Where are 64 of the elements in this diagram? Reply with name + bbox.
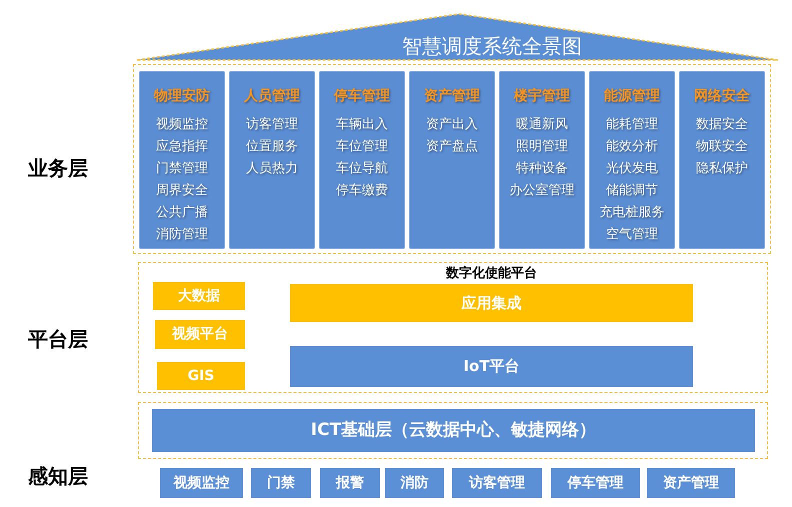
feature-item: 能耗管理 — [606, 116, 658, 134]
feature-item: 车辆出入 — [336, 116, 388, 134]
layer-label: 平台层 — [28, 326, 88, 352]
sensor-block: 访客管理 — [452, 468, 542, 498]
feature-item: 储能调节 — [606, 182, 658, 200]
sensor-block: 报警 — [320, 468, 380, 498]
feature-item: 空气管理 — [606, 226, 658, 244]
column-heading: 资产管理 — [424, 87, 480, 106]
feature-item: 访客管理 — [246, 116, 298, 134]
layer-frame — [133, 64, 771, 254]
column-heading: 停车管理 — [334, 87, 390, 106]
iot-platform-bar: IoT平台 — [290, 346, 693, 387]
feature-item: 车位导航 — [336, 160, 388, 178]
column-heading: 物理安防 — [154, 86, 210, 106]
category-column — [319, 71, 405, 249]
layer-label: 业务层 — [28, 155, 88, 181]
sensor-block: 门禁 — [251, 468, 311, 498]
feature-item: 车位管理 — [336, 138, 388, 156]
feature-item: 人员热力 — [246, 160, 298, 178]
feature-item: 应急指挥 — [156, 138, 208, 156]
sensor-block: 消防 — [385, 468, 444, 498]
feature-item: 数据安全 — [696, 116, 748, 134]
feature-item: 公共广播 — [156, 204, 208, 222]
feature-item: 照明管理 — [516, 138, 568, 156]
feature-item: 光伏发电 — [606, 160, 658, 178]
infrastructure-bar: ICT基础层（云数据中心、敏捷网络） — [152, 409, 755, 452]
sensor-block: 资产管理 — [647, 468, 735, 498]
banner-title: 智慧调度系统全景图 — [402, 34, 582, 58]
column-heading: 能源管理 — [604, 87, 660, 106]
column-heading: 楼宇管理 — [514, 86, 570, 106]
layer-frame — [138, 402, 768, 459]
sensor-block: 视频监控 — [160, 468, 243, 498]
feature-item: 能效分析 — [606, 138, 658, 156]
feature-item: 办公室管理 — [510, 182, 574, 200]
category-column — [229, 71, 315, 249]
module-block: GIS — [157, 362, 245, 390]
column-heading: 网络安全 — [694, 86, 750, 106]
feature-item: 隐私保护 — [696, 160, 748, 178]
sensor-block: 停车管理 — [551, 468, 640, 498]
feature-item: 物联安全 — [696, 138, 748, 156]
feature-item: 特种设备 — [516, 160, 568, 178]
feature-item: 消防管理 — [156, 226, 208, 244]
module-block: 大数据 — [153, 282, 245, 310]
integration-bar: 应用集成 — [290, 284, 693, 322]
roof-banner — [135, 12, 780, 62]
platform-heading: 数字化使能平台 — [446, 265, 537, 283]
category-column — [679, 71, 765, 249]
feature-item: 资产出入 — [426, 116, 478, 134]
feature-item: 周界安全 — [156, 182, 208, 200]
module-block: 视频平台 — [155, 320, 245, 349]
feature-item: 门禁管理 — [156, 160, 208, 178]
layer-label: 感知层 — [28, 463, 88, 489]
category-column — [499, 71, 585, 249]
column-heading: 人员管理 — [244, 87, 300, 106]
feature-item: 视频监控 — [156, 116, 208, 134]
feature-item: 位置服务 — [246, 138, 298, 156]
category-column — [409, 71, 495, 249]
category-column — [589, 71, 675, 249]
feature-item: 暖通新风 — [516, 116, 568, 134]
feature-item: 充电桩服务 — [600, 204, 664, 222]
category-column — [139, 71, 225, 249]
feature-item: 资产盘点 — [426, 138, 478, 156]
platform-frame — [138, 262, 768, 393]
feature-item: 停车缴费 — [336, 182, 388, 200]
